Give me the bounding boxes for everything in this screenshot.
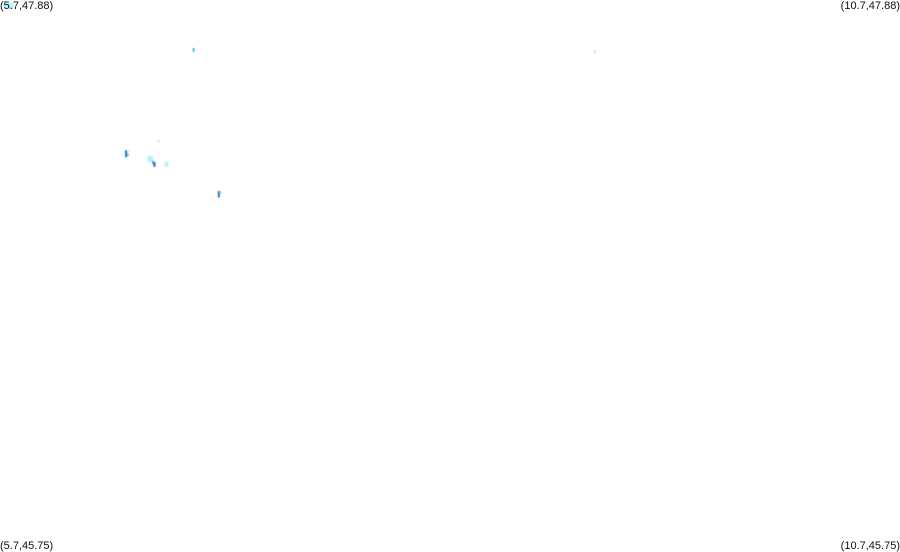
corner-coordinate-top-left: (5.7,47.88) [0, 0, 54, 12]
corner-coordinate-bottom-left: (5.7,45.75) [0, 540, 54, 552]
corner-coordinate-top-right: (10.7,47.88) [840, 0, 900, 12]
corner-coordinate-bottom-right: (10.7,45.75) [840, 540, 900, 552]
